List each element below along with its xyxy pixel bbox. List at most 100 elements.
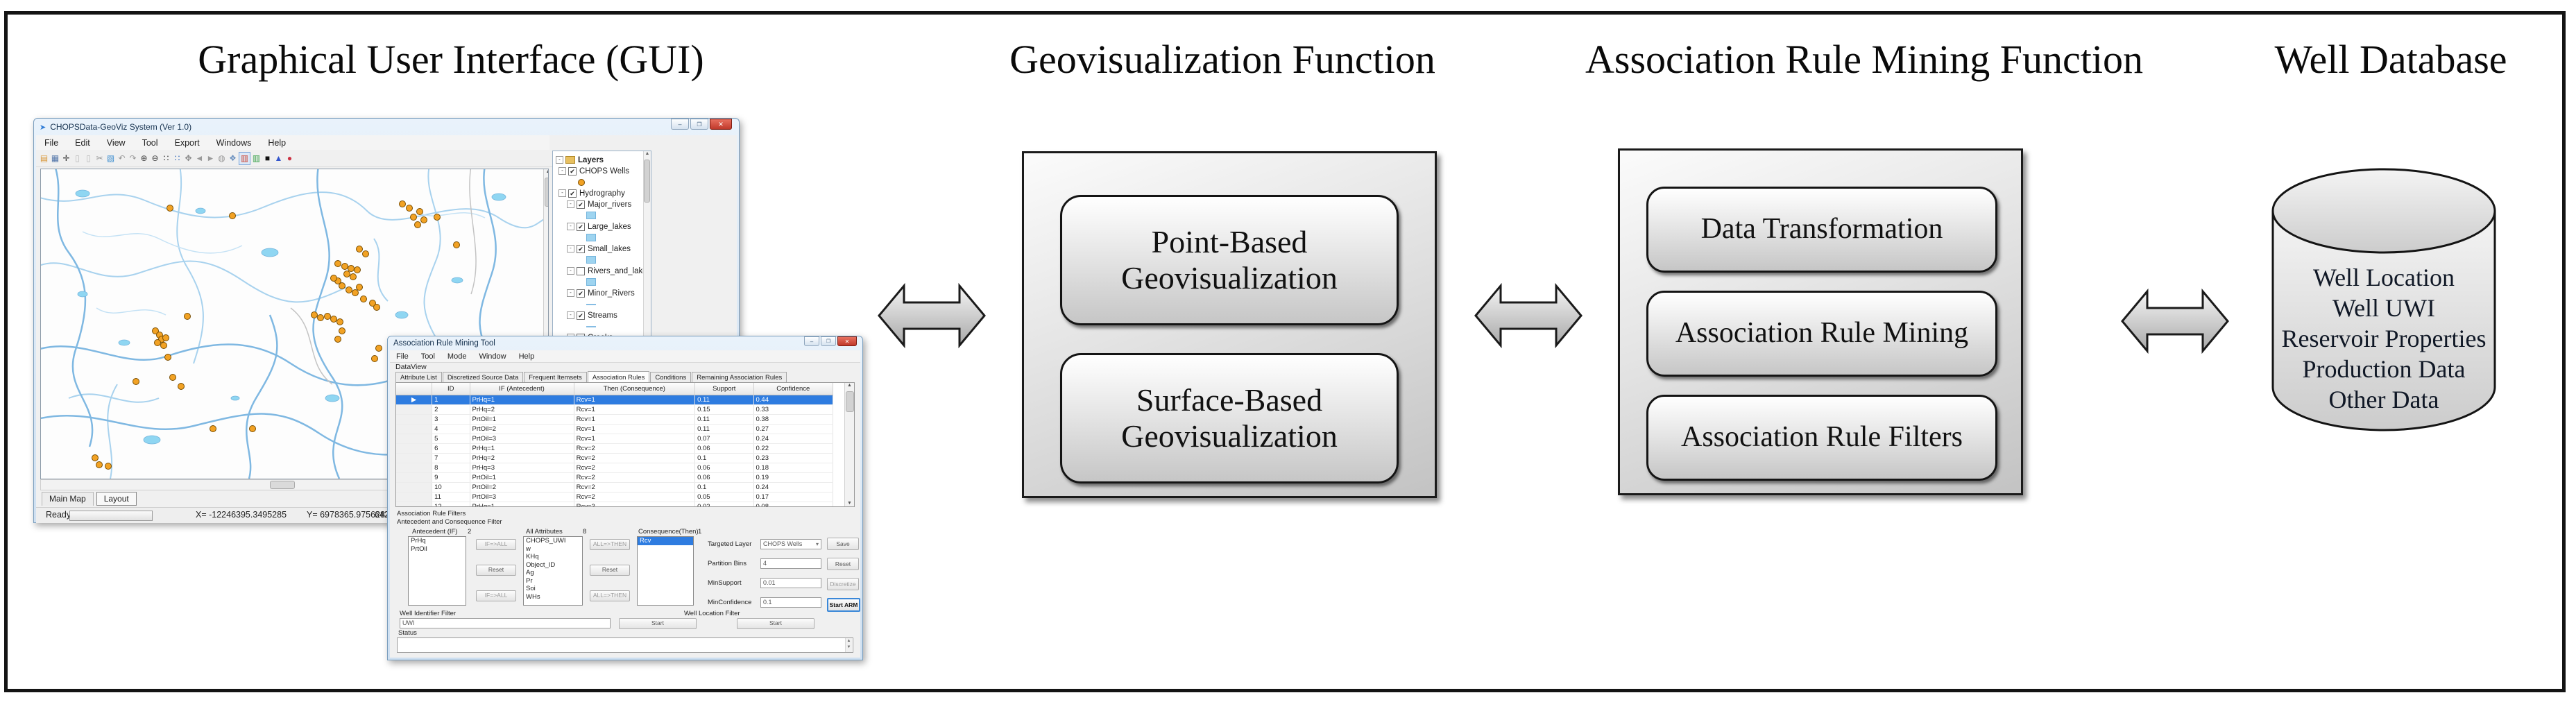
listbox-item[interactable]: Ag (526, 569, 534, 576)
well-marker[interactable] (336, 318, 343, 325)
expander-icon[interactable]: - (567, 311, 574, 319)
fixed-extent-icon[interactable]: ∷ (174, 153, 180, 163)
expander-icon[interactable]: - (558, 189, 566, 197)
thenbtns-all-then[interactable]: ALL=>THEN (590, 590, 630, 601)
arm-menu-help[interactable]: Help (518, 352, 535, 361)
forward-icon[interactable]: ► (206, 153, 215, 163)
well-marker[interactable] (354, 266, 361, 273)
layer-checkbox[interactable] (577, 266, 585, 275)
listbox-item[interactable]: Pr (526, 576, 533, 585)
minimize-button[interactable]: – (671, 119, 689, 130)
well-marker[interactable] (339, 282, 346, 289)
expander-icon[interactable]: - (567, 267, 574, 275)
well-marker[interactable] (249, 425, 256, 432)
well-marker[interactable] (416, 208, 423, 215)
well-marker[interactable] (339, 327, 346, 334)
cut-icon[interactable]: ✂ (96, 153, 103, 163)
gis-menu-help[interactable]: Help (268, 137, 287, 148)
row-selector-cell[interactable] (396, 414, 433, 425)
save-icon[interactable]: ▦ (51, 153, 60, 163)
status-textbox[interactable]: ▲▼ (397, 637, 853, 653)
rules-table-scrollbar[interactable]: ▲ ▼ (844, 383, 854, 506)
view-tab-layout[interactable]: Layout (96, 492, 137, 506)
layer-label[interactable]: Minor_Rivers (588, 289, 635, 298)
pan-icon[interactable]: ✥ (185, 153, 192, 163)
close-button[interactable]: ✕ (710, 119, 732, 130)
well-marker[interactable] (334, 260, 341, 267)
gis-menu-edit[interactable]: Edit (75, 137, 90, 148)
well-marker[interactable] (162, 334, 169, 341)
well-marker[interactable] (352, 289, 359, 296)
well-marker[interactable] (105, 463, 112, 470)
well-marker[interactable] (373, 304, 380, 311)
layer-label[interactable]: Streams (588, 311, 617, 320)
maximize-button[interactable]: ❐ (690, 119, 708, 130)
layer-label[interactable]: Rivers_and_lakes (588, 266, 651, 275)
well-marker[interactable] (330, 275, 337, 282)
well-marker[interactable] (184, 313, 191, 320)
well-location-start-button[interactable]: Start (737, 618, 814, 629)
column-header-if-antecedent-[interactable]: IF (Antecedent) (470, 383, 574, 395)
listbox-item[interactable]: Object_ID (526, 560, 556, 569)
map-vertical-scrollbar[interactable]: ▲ (543, 169, 548, 479)
column-header-support[interactable]: Support (694, 383, 754, 395)
zoom-in-icon[interactable]: ⊕ (140, 153, 148, 163)
layer-label[interactable]: Large_lakes (588, 222, 631, 231)
pushpin-icon[interactable]: ✛ (62, 153, 70, 163)
arm-tab-conditions[interactable]: Conditions (650, 372, 692, 384)
association-rule-filters-button[interactable]: Association Rule Filters (1646, 395, 1997, 481)
layers-scrollbar[interactable]: ▲ (643, 151, 651, 474)
field-input-minsupport[interactable]: 0.01 (760, 578, 821, 588)
well-marker[interactable] (160, 342, 167, 349)
gis-menu-view[interactable]: View (106, 137, 126, 148)
expander-icon[interactable]: - (567, 200, 574, 208)
ifbtns-if-all[interactable]: IF=>ALL (476, 590, 516, 601)
well-marker[interactable] (356, 284, 363, 291)
row-selector-cell[interactable] (396, 434, 433, 444)
zoom-out-icon[interactable]: ⊖ (151, 153, 159, 163)
layer-checkbox[interactable]: ✔ (577, 222, 585, 231)
well-marker[interactable] (164, 354, 171, 361)
layers-tool-icon[interactable]: ❖ (229, 153, 237, 163)
well-identifier-start-button[interactable]: Start (619, 618, 697, 629)
action-button-save[interactable]: Save (827, 538, 859, 550)
well-marker[interactable] (375, 345, 382, 352)
well-marker[interactable] (360, 296, 367, 302)
undo-icon[interactable]: ↶ (118, 153, 126, 163)
field-input-targeted-layer[interactable]: CHOPS Wells▾ (760, 539, 821, 549)
well-marker[interactable] (210, 425, 216, 432)
classify-icon[interactable]: ▲ (274, 153, 283, 163)
view-tab-main-map[interactable]: Main Map (42, 492, 94, 506)
consequence-listbox[interactable]: Rcv (637, 536, 694, 606)
arm-maximize-button[interactable]: ❐ (821, 336, 836, 346)
layer-label[interactable]: Small_lakes (588, 244, 631, 253)
row-selector-cell[interactable] (396, 404, 433, 415)
arm-menu-file[interactable]: File (396, 352, 409, 361)
listbox-item[interactable]: PrtOil (411, 545, 427, 553)
open-folder-icon[interactable]: ▤ (40, 153, 49, 163)
row-selector-cell[interactable] (396, 502, 433, 506)
well-marker[interactable] (317, 314, 324, 321)
pie-symbol-icon[interactable]: ● (287, 153, 293, 163)
ifbtns-reset[interactable]: Reset (476, 565, 516, 576)
well-marker[interactable] (167, 205, 173, 212)
listbox-item[interactable]: Rcv (638, 537, 693, 545)
field-input-minconfidence[interactable]: 0.1 (760, 597, 821, 608)
arm-menu-tool[interactable]: Tool (420, 352, 435, 361)
arm-minimize-button[interactable]: – (804, 336, 819, 346)
expander-icon[interactable]: - (567, 245, 574, 252)
well-marker[interactable] (229, 212, 236, 219)
well-identifier-input[interactable]: UWI (400, 618, 611, 628)
well-marker[interactable] (414, 221, 421, 228)
copy-icon[interactable]: ▯ (75, 153, 80, 163)
well-marker[interactable] (350, 273, 357, 280)
well-marker[interactable] (152, 327, 159, 334)
expander-icon[interactable]: - (556, 156, 563, 164)
